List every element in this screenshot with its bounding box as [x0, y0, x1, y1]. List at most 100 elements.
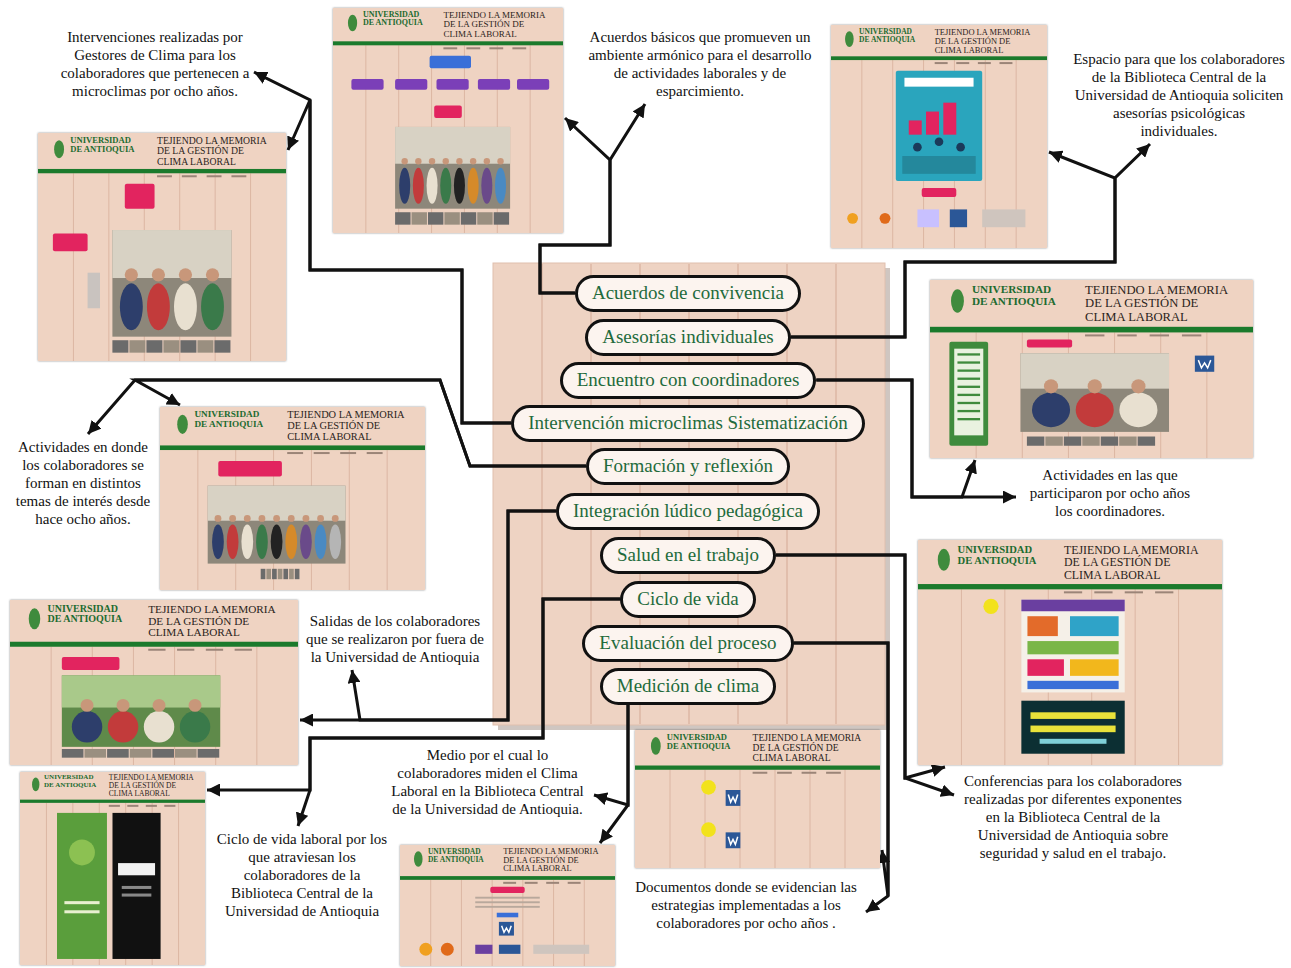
mock-block — [122, 894, 152, 897]
site-title: TEJIENDO LA MEMORIA DE LA GESTIÓN DE CLI… — [443, 11, 551, 39]
wood-plank — [1178, 589, 1179, 765]
menu-mark — [568, 882, 581, 884]
thumbnail — [214, 340, 230, 352]
caption-text: Conferencias para los colaboradores real… — [958, 772, 1188, 862]
university-logo — [32, 778, 39, 792]
wood-plank — [861, 60, 862, 248]
mock-block — [475, 897, 540, 899]
screenshot-panel: UNIVERSIDAD DE ANTIOQUIATEJIENDO LA MEMO… — [831, 25, 1047, 248]
wood-plank — [178, 803, 179, 965]
thumbnail — [129, 340, 145, 352]
mock-block — [957, 369, 980, 371]
photo — [62, 675, 220, 746]
menu-mark — [109, 805, 120, 807]
thumbnail — [62, 749, 84, 758]
menu-label: Encuentro con coordinadores — [577, 368, 800, 392]
thumbnail — [198, 749, 220, 758]
menu-mark — [503, 882, 516, 884]
site-title: TEJIENDO LA MEMORIA DE LA GESTIÓN DE CLI… — [1085, 284, 1237, 324]
wood-plank — [670, 770, 671, 868]
green-bar — [20, 800, 205, 803]
menu-mark — [164, 805, 175, 807]
mock-dot — [983, 599, 998, 614]
screenshot-art — [38, 133, 286, 361]
menu-mark — [287, 452, 303, 454]
thumbnail — [1119, 437, 1136, 446]
screenshot-header: UNIVERSIDAD DE ANTIOQUIA TEJIENDO LA MEMO… — [160, 410, 425, 443]
wood-plank — [845, 770, 846, 868]
green-bar — [333, 41, 563, 45]
mock-block — [902, 156, 975, 174]
screenshot-panel: UNIVERSIDAD DE ANTIOQUIATEJIENDO LA MEMO… — [333, 8, 563, 233]
caption-text: Espacio para que los colaboradores de la… — [1073, 50, 1285, 140]
wood-plank — [51, 647, 52, 765]
connector-arrow — [288, 100, 511, 423]
mock-block — [434, 106, 462, 118]
mock-block — [218, 461, 282, 477]
photo-head — [244, 515, 251, 522]
photo-person — [180, 711, 210, 742]
mock-block — [475, 901, 540, 903]
photo-person — [481, 168, 492, 204]
screenshot-header: UNIVERSIDAD DE ANTIOQUIATEJIENDO LA MEMO… — [10, 604, 298, 639]
mock-dot — [847, 213, 858, 224]
screenshot-header: UNIVERSIDAD DE ANTIOQUIA TEJIENDO LA MEMO… — [38, 136, 286, 167]
menu-label: Medición de clima — [617, 674, 759, 698]
green-bar — [38, 169, 286, 173]
menu-mark — [1085, 334, 1104, 336]
mock-dot — [880, 213, 891, 224]
mock-block — [896, 71, 982, 181]
menu-mark — [235, 649, 252, 651]
site-title: TEJIENDO LA MEMORIA DE LA GESTIÓN DE CLI… — [157, 136, 274, 167]
mock-block — [1027, 681, 1118, 689]
photo — [1020, 353, 1169, 432]
screenshot-panel: UNIVERSIDAD DE ANTIOQUIATEJIENDO LA MEMO… — [635, 730, 880, 868]
caption-block: Intervenciones realizadas por Gestores d… — [60, 28, 250, 100]
photo-person — [468, 168, 479, 204]
mock-block — [957, 394, 980, 396]
thumbnail — [84, 749, 106, 758]
thumbnail — [266, 569, 271, 579]
photo-head — [1131, 379, 1145, 393]
photo-person — [212, 525, 224, 559]
menu-mark — [314, 452, 330, 454]
photo-head — [152, 268, 165, 281]
site-title: TEJIENDO LA MEMORIA DE LA GESTIÓN DE CLI… — [109, 774, 196, 798]
menu-mark — [206, 649, 223, 651]
mock-block — [499, 945, 521, 954]
photo-head — [484, 158, 490, 164]
mock-block — [53, 234, 88, 252]
caption-text: Salidas de los colaboradores que se real… — [300, 612, 490, 666]
wood-plank — [387, 450, 388, 590]
university-logo-text: UNIVERSIDAD DE ANTIOQUIA — [44, 774, 100, 789]
mock-block — [957, 353, 980, 355]
screenshot-header: UNIVERSIDAD DE ANTIOQUIATEJIENDO LA MEMO… — [831, 28, 1047, 55]
menu-pill: Salud en el trabajo — [600, 537, 776, 574]
thumbnail — [1064, 437, 1081, 446]
site-title: TEJIENDO LA MEMORIA DE LA GESTIÓN DE CLI… — [287, 410, 412, 443]
mock-dot — [701, 780, 716, 795]
photo-person — [144, 711, 174, 742]
thumbnail — [412, 212, 427, 224]
mock-block — [1027, 616, 1057, 636]
university-logo-text: UNIVERSIDAD DE ANTIOQUIA — [70, 136, 144, 154]
university-logo — [54, 140, 64, 158]
word-icon — [1195, 356, 1214, 372]
wood-plank — [1206, 332, 1207, 458]
mock-block — [1021, 600, 1124, 693]
caption-block: Actividades en las que participaron por … — [1020, 466, 1200, 520]
wood-plank — [461, 880, 462, 966]
mock-block — [125, 184, 155, 209]
thumbnail — [1045, 437, 1062, 446]
photo-wall — [395, 127, 510, 164]
mock-dot — [441, 943, 454, 956]
thumbnail — [146, 340, 162, 352]
menu-mark — [525, 882, 538, 884]
thumbnail — [1082, 437, 1099, 446]
caption-text: Actividades en donde los colaboradores s… — [8, 438, 158, 528]
thumbnail — [1027, 437, 1044, 446]
university-logo-text: UNIVERSIDAD DE ANTIOQUIA — [194, 410, 274, 429]
green-bar — [10, 642, 298, 647]
university-logo — [177, 415, 188, 434]
